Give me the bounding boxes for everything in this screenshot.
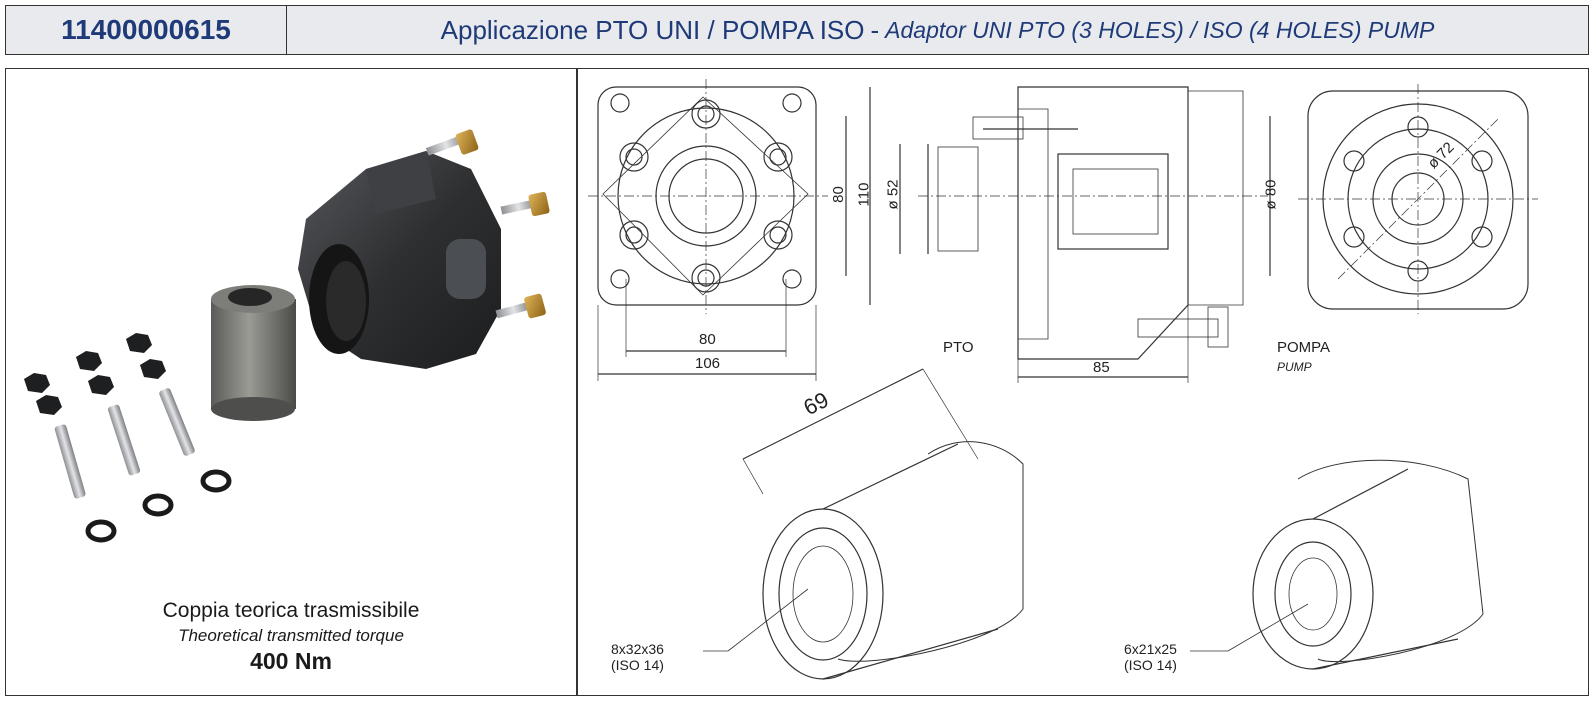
flange-studs <box>425 129 550 319</box>
torque-block: Coppia teorica trasmissibile Theoretical… <box>6 599 576 675</box>
header-bar: 11400000615 Applicazione PTO UNI / POMPA… <box>5 5 1589 55</box>
section-view <box>899 86 1271 383</box>
sleeve-6x21x25-drawing <box>1190 459 1484 670</box>
spline-left-standard: (ISO 14) <box>611 657 664 673</box>
hex-nuts <box>24 333 166 415</box>
pump-side-view <box>1298 84 1538 314</box>
dim-80-height: 80 <box>829 186 847 203</box>
dim-diameter-52: ø 52 <box>884 179 902 210</box>
spline-right-standard: (ISO 14) <box>1124 657 1177 673</box>
technical-drawing: 80 106 80 110 ø 52 85 ø 80 ø 72 69 PTO P… <box>578 69 1588 695</box>
flange-body <box>298 151 501 369</box>
product-photo <box>24 129 550 543</box>
product-title: Applicazione PTO UNI / POMPA ISO - Adapt… <box>287 6 1588 54</box>
spline-spec-left: 8x32x36 (ISO 14) <box>611 641 664 673</box>
torque-value: 400 Nm <box>250 648 332 674</box>
pto-label: PTO <box>943 339 974 356</box>
pto-front-view <box>588 79 871 381</box>
spline-sleeve <box>211 285 296 421</box>
title-italian: Applicazione PTO UNI / POMPA ISO <box>440 14 865 45</box>
spline-right-size: 6x21x25 <box>1124 641 1177 657</box>
main-panel: Coppia teorica trasmissibile Theoretical… <box>5 68 1589 696</box>
spline-spec-right: 6x21x25 (ISO 14) <box>1124 641 1177 673</box>
dim-80-width: 80 <box>699 331 716 348</box>
loose-studs <box>54 388 195 499</box>
pump-label-italian: POMPA <box>1277 339 1331 356</box>
title-english: Adaptor UNI PTO (3 HOLES) / ISO (4 HOLES… <box>885 16 1435 43</box>
spring-washers <box>85 469 232 543</box>
title-separator: - <box>870 14 880 45</box>
dim-106: 106 <box>695 355 721 372</box>
torque-label-english: Theoretical transmitted torque <box>178 626 404 645</box>
drawing-lines <box>588 79 1538 680</box>
sleeve-8x32x36-drawing <box>703 368 1024 680</box>
torque-label-italian: Coppia teorica trasmissibile <box>162 599 420 622</box>
dim-diameter-80: ø 80 <box>1262 179 1280 210</box>
dim-85: 85 <box>1093 359 1110 376</box>
panel-divider <box>576 69 578 695</box>
dim-110: 110 <box>855 182 873 207</box>
pump-label-english: PUMP <box>1277 360 1312 374</box>
spline-left-size: 8x32x36 <box>611 641 664 657</box>
product-code: 11400000615 <box>6 6 287 54</box>
